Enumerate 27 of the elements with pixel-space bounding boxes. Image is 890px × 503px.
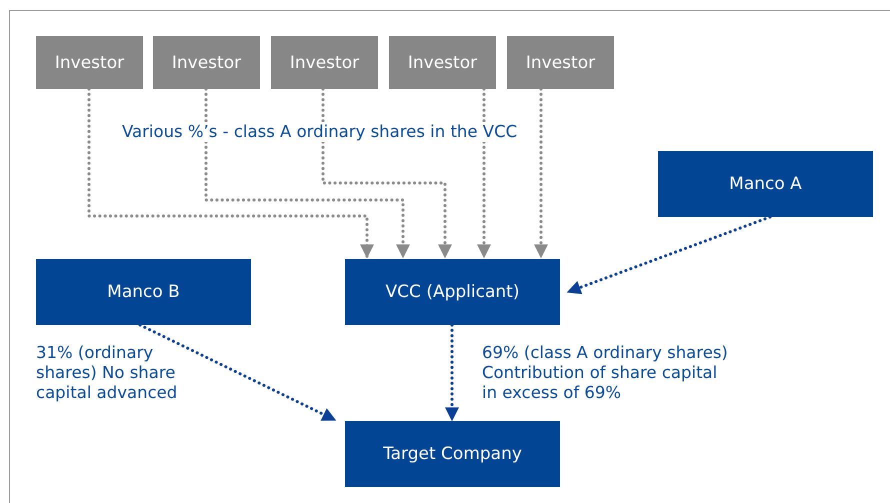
entity-box xyxy=(345,259,560,325)
investor-box xyxy=(36,36,143,89)
entity-box xyxy=(36,259,251,325)
node-label: Target Company xyxy=(383,444,522,464)
node-label: Investor xyxy=(526,52,596,72)
node-label: Manco B xyxy=(107,282,180,302)
investor-box xyxy=(153,36,260,89)
entity-box xyxy=(658,151,873,217)
node-label: Manco A xyxy=(729,174,802,194)
dotted-arrow xyxy=(534,88,548,258)
dotted-arrow xyxy=(138,324,336,422)
edge-label: 31% (ordinary shares) No share capital advanced xyxy=(36,343,178,403)
entity-box xyxy=(345,421,560,487)
dotted-arrow xyxy=(566,216,772,294)
investor-box xyxy=(389,36,496,89)
node-label: VCC (Applicant) xyxy=(386,282,520,302)
dotted-arrow xyxy=(204,88,410,258)
dotted-arrow xyxy=(322,88,452,258)
node-label: Investor xyxy=(408,52,478,72)
node-label: Investor xyxy=(290,52,360,72)
node-label: Investor xyxy=(54,52,124,72)
investor-box xyxy=(271,36,378,89)
dotted-arrow xyxy=(445,324,459,422)
node-label: Investor xyxy=(172,52,242,72)
dotted-arrow xyxy=(88,88,374,258)
dotted-arrow xyxy=(477,88,491,258)
investor-box xyxy=(507,36,614,89)
